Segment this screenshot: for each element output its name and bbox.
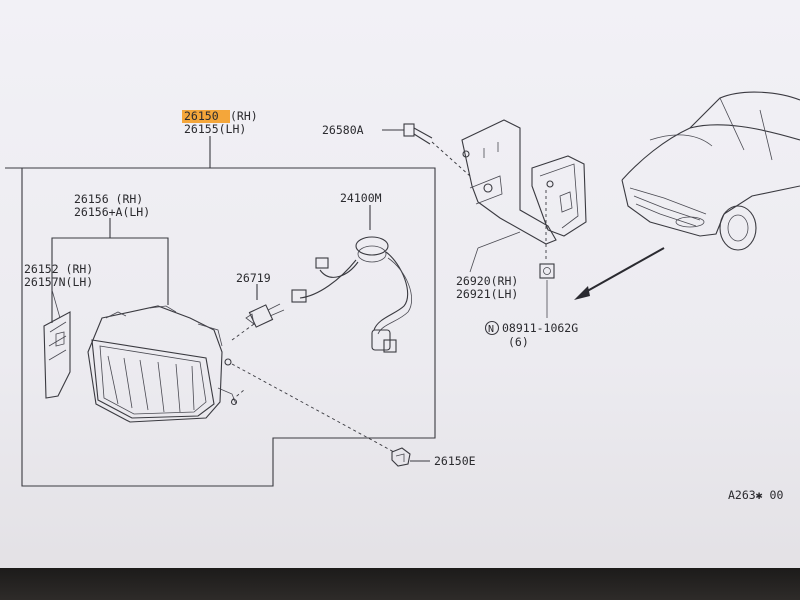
nut-part-number: 08911-1062G — [502, 321, 578, 335]
nut-quantity: (6) — [508, 335, 529, 349]
main-part-number-lh: 26155(LH) — [184, 122, 246, 136]
main-part-side-rh: (RH) — [230, 109, 258, 123]
nut — [539, 263, 555, 279]
lens-cover — [43, 311, 71, 399]
main-part-number-rh: 26150 — [184, 109, 219, 123]
mounting-bracket — [461, 119, 587, 245]
vehicle-location-sketch — [621, 91, 800, 251]
lamp-part-number-rh: 26156 (RH) — [74, 192, 143, 206]
lens-part-number-rh: 26152 (RH) — [24, 262, 93, 276]
bolt — [403, 123, 433, 145]
bracket-part-number-lh: 26921(LH) — [456, 287, 518, 301]
harness-part-number: 24100M — [340, 191, 382, 205]
fog-lamp-assembly — [87, 305, 238, 423]
bracket-part-number-rh: 26920(RH) — [456, 274, 518, 288]
clip-part-number: 26150E — [434, 454, 476, 468]
nut-symbol-circle — [484, 320, 500, 336]
bulb-part-number: 26719 — [236, 271, 271, 285]
lamp-part-number-lh: 26156+A(LH) — [74, 205, 150, 219]
assembly-frame — [5, 167, 436, 487]
diagram-code: A263✱ 00 — [728, 488, 783, 502]
wiring-harness — [291, 236, 412, 353]
mounting-clip — [391, 447, 411, 467]
part-number-highlight — [182, 110, 230, 123]
bulb — [245, 303, 285, 328]
nut-symbol: N — [488, 324, 494, 335]
monitor-bezel — [0, 568, 800, 600]
lens-part-number-lh: 26157N(LH) — [24, 275, 93, 289]
bolt-part-number: 26580A — [322, 123, 364, 137]
